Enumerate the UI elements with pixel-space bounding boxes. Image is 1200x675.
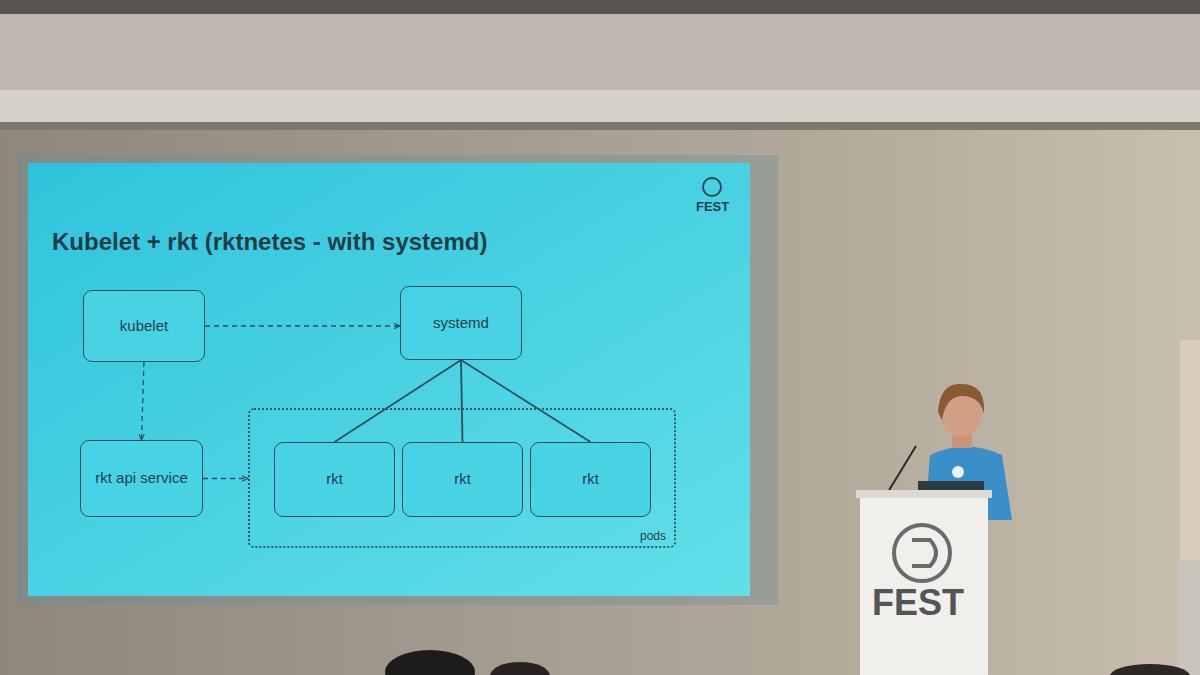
slide [28, 163, 750, 596]
dashed-arrow [142, 362, 145, 440]
process-box: kubelet [83, 290, 205, 362]
dashed-arrow [203, 478, 248, 479]
podium-logo-mark [912, 540, 936, 566]
ceiling-beam [0, 90, 1200, 122]
process-box: rkt [402, 442, 523, 517]
podium-logo [894, 525, 950, 581]
process-box: systemd [400, 286, 522, 360]
process-box: rkt [530, 442, 651, 517]
side-rail [1178, 560, 1200, 675]
screen-glow [18, 155, 778, 605]
beam-shadow [0, 122, 1200, 130]
tree-line [461, 360, 463, 442]
audience-head [1110, 664, 1190, 675]
box-label: kubelet [112, 313, 176, 340]
ceiling-panel [0, 14, 1200, 90]
region-label: pods [640, 529, 666, 543]
speaker-hair [938, 384, 984, 420]
slide-logo-text: FEST [696, 199, 729, 214]
pods-region: pods rkt rkt rkt [248, 408, 676, 548]
dashed-arrow [205, 325, 400, 326]
microphone [888, 446, 916, 492]
slide-title: Kubelet + rkt (rktnetes - with systemd) [52, 228, 487, 256]
tree-line [461, 360, 591, 442]
box-label: rkt [446, 466, 479, 493]
box-label: systemd [425, 310, 497, 337]
podium-logo-text: FEST [872, 582, 964, 624]
audience-head [490, 662, 550, 675]
process-box: rkt api service [80, 440, 203, 517]
box-label: rkt [318, 466, 351, 493]
shirt-logo [952, 466, 964, 478]
process-box: rkt [274, 442, 395, 517]
box-label: rkt [574, 466, 607, 493]
audience-head [385, 650, 475, 675]
podium-top [856, 490, 992, 498]
ceiling [0, 0, 1200, 14]
box-label: rkt api service [87, 465, 196, 492]
slide-logo [703, 178, 721, 196]
tree-line [335, 360, 462, 442]
podium [860, 492, 988, 675]
